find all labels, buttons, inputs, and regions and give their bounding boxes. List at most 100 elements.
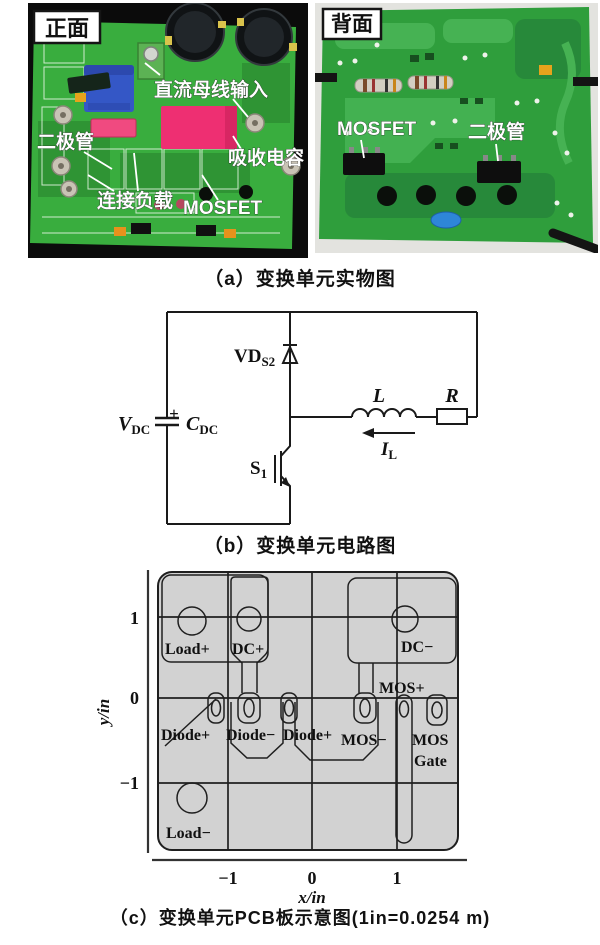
- diode-plus-mid-pad: [280, 692, 298, 724]
- diode-minus-label: Diode−: [226, 727, 275, 744]
- leader-line: [87, 174, 115, 192]
- x-tick-neg1: −1: [218, 868, 237, 888]
- plus-sign: +: [169, 404, 179, 423]
- load-minus-hole: [176, 782, 208, 814]
- copper-regions: [161, 574, 457, 844]
- s1-label: S1: [250, 458, 267, 481]
- caption-panel-b: （b）变换单元电路图: [203, 536, 397, 557]
- mos-plus-pad-hole: [398, 700, 410, 718]
- dc-plus-label: DC+: [232, 641, 264, 658]
- pcb-layout-sketch: Load+ DC+ DC− MOS+ Diode+ Diode− Diode+ …: [95, 570, 467, 907]
- dc-minus-pad-hole: [359, 698, 371, 718]
- s1-main: S: [250, 458, 261, 479]
- diode-package: [477, 155, 521, 183]
- x-tick-1: 1: [393, 868, 402, 888]
- front-pcb-photo: 正面 直流母线输入 二极管 吸收电容 连接负载 MOSFET: [28, 3, 308, 258]
- electrolytic-capacitor: [235, 8, 297, 66]
- vds2-label: VDS2: [234, 346, 275, 369]
- freewheel-diode-symbol: [281, 344, 299, 364]
- dc-plus-region: [230, 576, 269, 693]
- diode-plus-diagonal-edge: [164, 698, 217, 747]
- igbt-switch-symbol: [274, 417, 291, 524]
- mos-plus-trace: [395, 694, 413, 844]
- load-plus-label: Load+: [165, 641, 210, 658]
- back-tag-text: 背面: [331, 12, 373, 36]
- leader-line: [360, 139, 365, 159]
- mos-gate-pad-hole: [431, 701, 443, 719]
- front-tag-text: 正面: [45, 16, 89, 41]
- cdc-sub: DC: [199, 422, 218, 437]
- cdc-main: C: [186, 413, 200, 435]
- diode-plus-left-label: Diode+: [161, 727, 210, 744]
- pink-capacitor-small: [90, 118, 137, 138]
- vdc-label: VDC: [118, 413, 150, 437]
- diode-plus-mid-pad-hole: [283, 699, 295, 717]
- corner-tag-back: 背面: [321, 7, 383, 41]
- silkscreen-lines: [41, 32, 280, 234]
- black-wire: [548, 228, 598, 253]
- x-axis-label: x/in: [297, 888, 325, 907]
- board-holes: [199, 185, 253, 201]
- s1-sub: 1: [261, 466, 268, 481]
- diode-minus-region: [230, 702, 284, 759]
- photo-annotations: 直流母线输入 二极管 吸收电容 连接负载 MOSFET: [37, 62, 304, 219]
- dc-plus-pad-hole: [243, 698, 255, 718]
- vdc-main: V: [118, 413, 133, 435]
- grid-lines: [158, 572, 458, 850]
- mos-gate-pad: [426, 694, 448, 726]
- edge-pins: [315, 65, 598, 86]
- screw-terminal-centers: [58, 112, 294, 192]
- dc-minus-neck: [358, 663, 374, 693]
- solder-pads: [337, 42, 574, 218]
- leader-line: [232, 98, 249, 118]
- caption-panel-a: （a）变换单元实物图: [204, 269, 396, 290]
- caption-panel-c: （c）变换单元PCB板示意图(1in=0.0254 m): [109, 908, 491, 928]
- resistor-symbol: [436, 408, 468, 425]
- y-tick-0: 0: [130, 688, 139, 708]
- mos-gate-label-line2: Gate: [414, 753, 447, 770]
- il-label: IL: [380, 439, 397, 462]
- leader-line: [232, 135, 242, 150]
- solder-mask-patches: [38, 63, 290, 197]
- x-tick-0: 0: [308, 868, 317, 888]
- inductor-label: L: [372, 385, 385, 407]
- resistor-label: R: [444, 385, 458, 407]
- resistor: [354, 78, 403, 93]
- load-minus-label: Load−: [166, 825, 211, 842]
- leader-line: [83, 151, 113, 170]
- blue-component: [430, 211, 462, 229]
- mounting-holes: [377, 185, 517, 206]
- electrolytic-capacitor: [165, 3, 226, 62]
- inductor-symbol: [351, 408, 417, 418]
- cdc-label: CDC: [186, 413, 218, 437]
- black-connector: [67, 72, 111, 94]
- label-diode-back: 二极管: [468, 120, 525, 143]
- leader-line: [144, 62, 161, 76]
- diode-plus-mid-label: Diode+: [283, 727, 332, 744]
- axis-ticks: 1 0 −1 −1 0 1: [120, 608, 402, 888]
- leader-line: [495, 143, 499, 162]
- back-pcb-photo: 背面 MOSFET 二极管: [315, 3, 598, 253]
- photo-annotations: MOSFET 二极管: [337, 119, 525, 162]
- vds2-sub: S2: [261, 354, 275, 369]
- copper-traces: [335, 19, 581, 218]
- corner-tag-front: 正面: [32, 9, 102, 45]
- dc-minus-pad: [353, 692, 377, 724]
- vdc-sub: DC: [131, 422, 150, 437]
- y-tick-neg1: −1: [120, 773, 139, 793]
- dc-plus-hole: [236, 606, 262, 632]
- y-axis-label: y/in: [95, 699, 113, 727]
- label-connect-load: 连接负载: [97, 189, 173, 212]
- il-main: I: [380, 439, 389, 460]
- label-mosfet-front: MOSFET: [183, 198, 263, 219]
- label-mosfet-back: MOSFET: [337, 119, 417, 140]
- mosfet-package: [343, 147, 385, 175]
- resistor: [407, 75, 454, 90]
- leader-line: [201, 174, 219, 201]
- dc-minus-label: DC−: [401, 639, 433, 656]
- mos-plus-label: MOS+: [379, 680, 425, 697]
- vds2-main: VD: [234, 346, 261, 367]
- mos-gate-label-line1: MOS: [412, 732, 449, 749]
- dc-input-terminal-block: [137, 42, 165, 80]
